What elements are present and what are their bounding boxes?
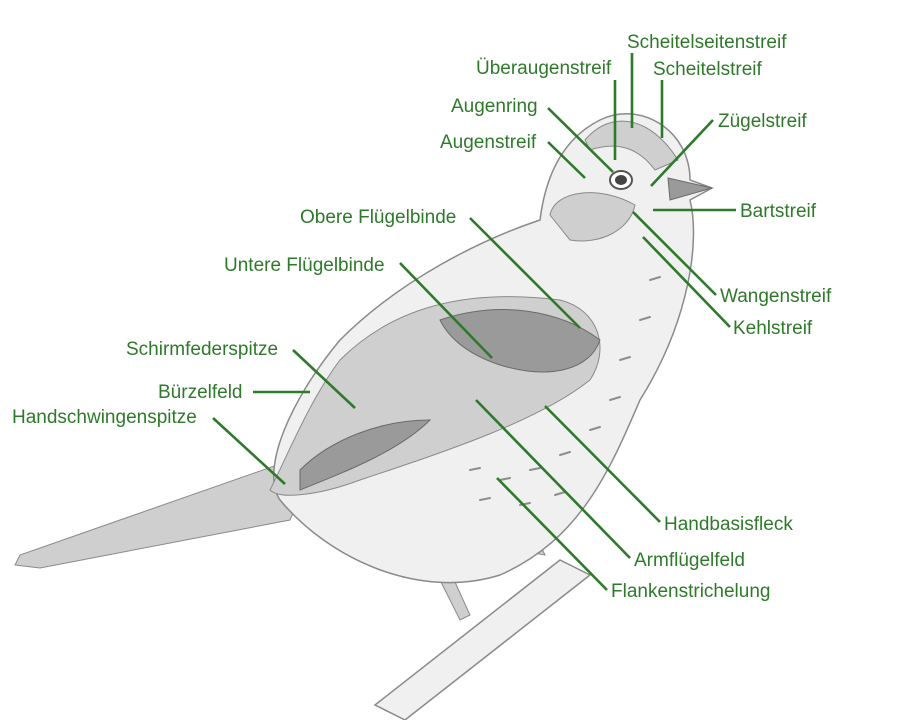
crown xyxy=(584,120,679,171)
leader-line xyxy=(475,399,631,559)
streak xyxy=(499,477,511,481)
streak xyxy=(469,467,481,471)
leader-lines xyxy=(212,53,736,591)
streak xyxy=(559,451,571,456)
label-armfluegelfeld: Armflügelfeld xyxy=(634,550,745,571)
beak xyxy=(667,177,713,201)
leader-line xyxy=(632,211,717,296)
primaries xyxy=(299,419,432,491)
label-augenring: Augenring xyxy=(451,96,538,117)
label-handbasisfleck: Handbasisfleck xyxy=(664,514,793,535)
leader-line xyxy=(399,262,493,359)
branch xyxy=(373,559,592,720)
leader-line xyxy=(292,349,356,409)
label-buerzelfeld: Bürzelfeld xyxy=(158,382,243,403)
leader-line xyxy=(496,477,608,591)
leader-line xyxy=(547,141,586,179)
flank-streaks xyxy=(469,276,661,506)
labels: Scheitelseitenstreif Überaugenstreif Sch… xyxy=(12,32,832,602)
label-zuegelstreif: Zügelstreif xyxy=(718,111,807,132)
streak xyxy=(619,356,631,361)
label-kehlstreif: Kehlstreif xyxy=(733,318,813,339)
leader-line xyxy=(650,119,714,187)
streak xyxy=(554,491,566,496)
label-augenstreif: Augenstreif xyxy=(440,132,537,153)
wing-coverts xyxy=(439,309,601,373)
streak xyxy=(479,497,491,501)
label-bartstreif: Bartstreif xyxy=(740,201,817,222)
streak xyxy=(589,426,601,431)
leader-line xyxy=(547,107,614,173)
label-untere-fluegelbinde: Untere Flügelbinde xyxy=(224,255,385,276)
label-scheitelseitenstreif: Scheitelseitenstreif xyxy=(627,32,787,53)
label-scheitelstreif: Scheitelstreif xyxy=(653,59,762,80)
label-handschwingenspitze: Handschwingenspitze xyxy=(12,407,197,428)
label-wangenstreif: Wangenstreif xyxy=(720,286,832,307)
label-ueberaugenstreif: Überaugenstreif xyxy=(476,58,612,79)
streak xyxy=(609,396,621,401)
streak xyxy=(529,467,541,471)
leader-line xyxy=(544,405,661,523)
eye xyxy=(615,175,627,185)
label-flankenstrichelung: Flankenstrichelung xyxy=(611,581,770,602)
streak xyxy=(639,316,651,321)
leader-line xyxy=(642,236,731,328)
streak xyxy=(649,276,661,281)
leader-line xyxy=(212,417,286,485)
cheek xyxy=(549,192,636,242)
leader-line xyxy=(469,217,581,329)
label-obere-fluegelbinde: Obere Flügelbinde xyxy=(300,207,456,228)
label-schirmfederspitze: Schirmfederspitze xyxy=(126,339,278,360)
